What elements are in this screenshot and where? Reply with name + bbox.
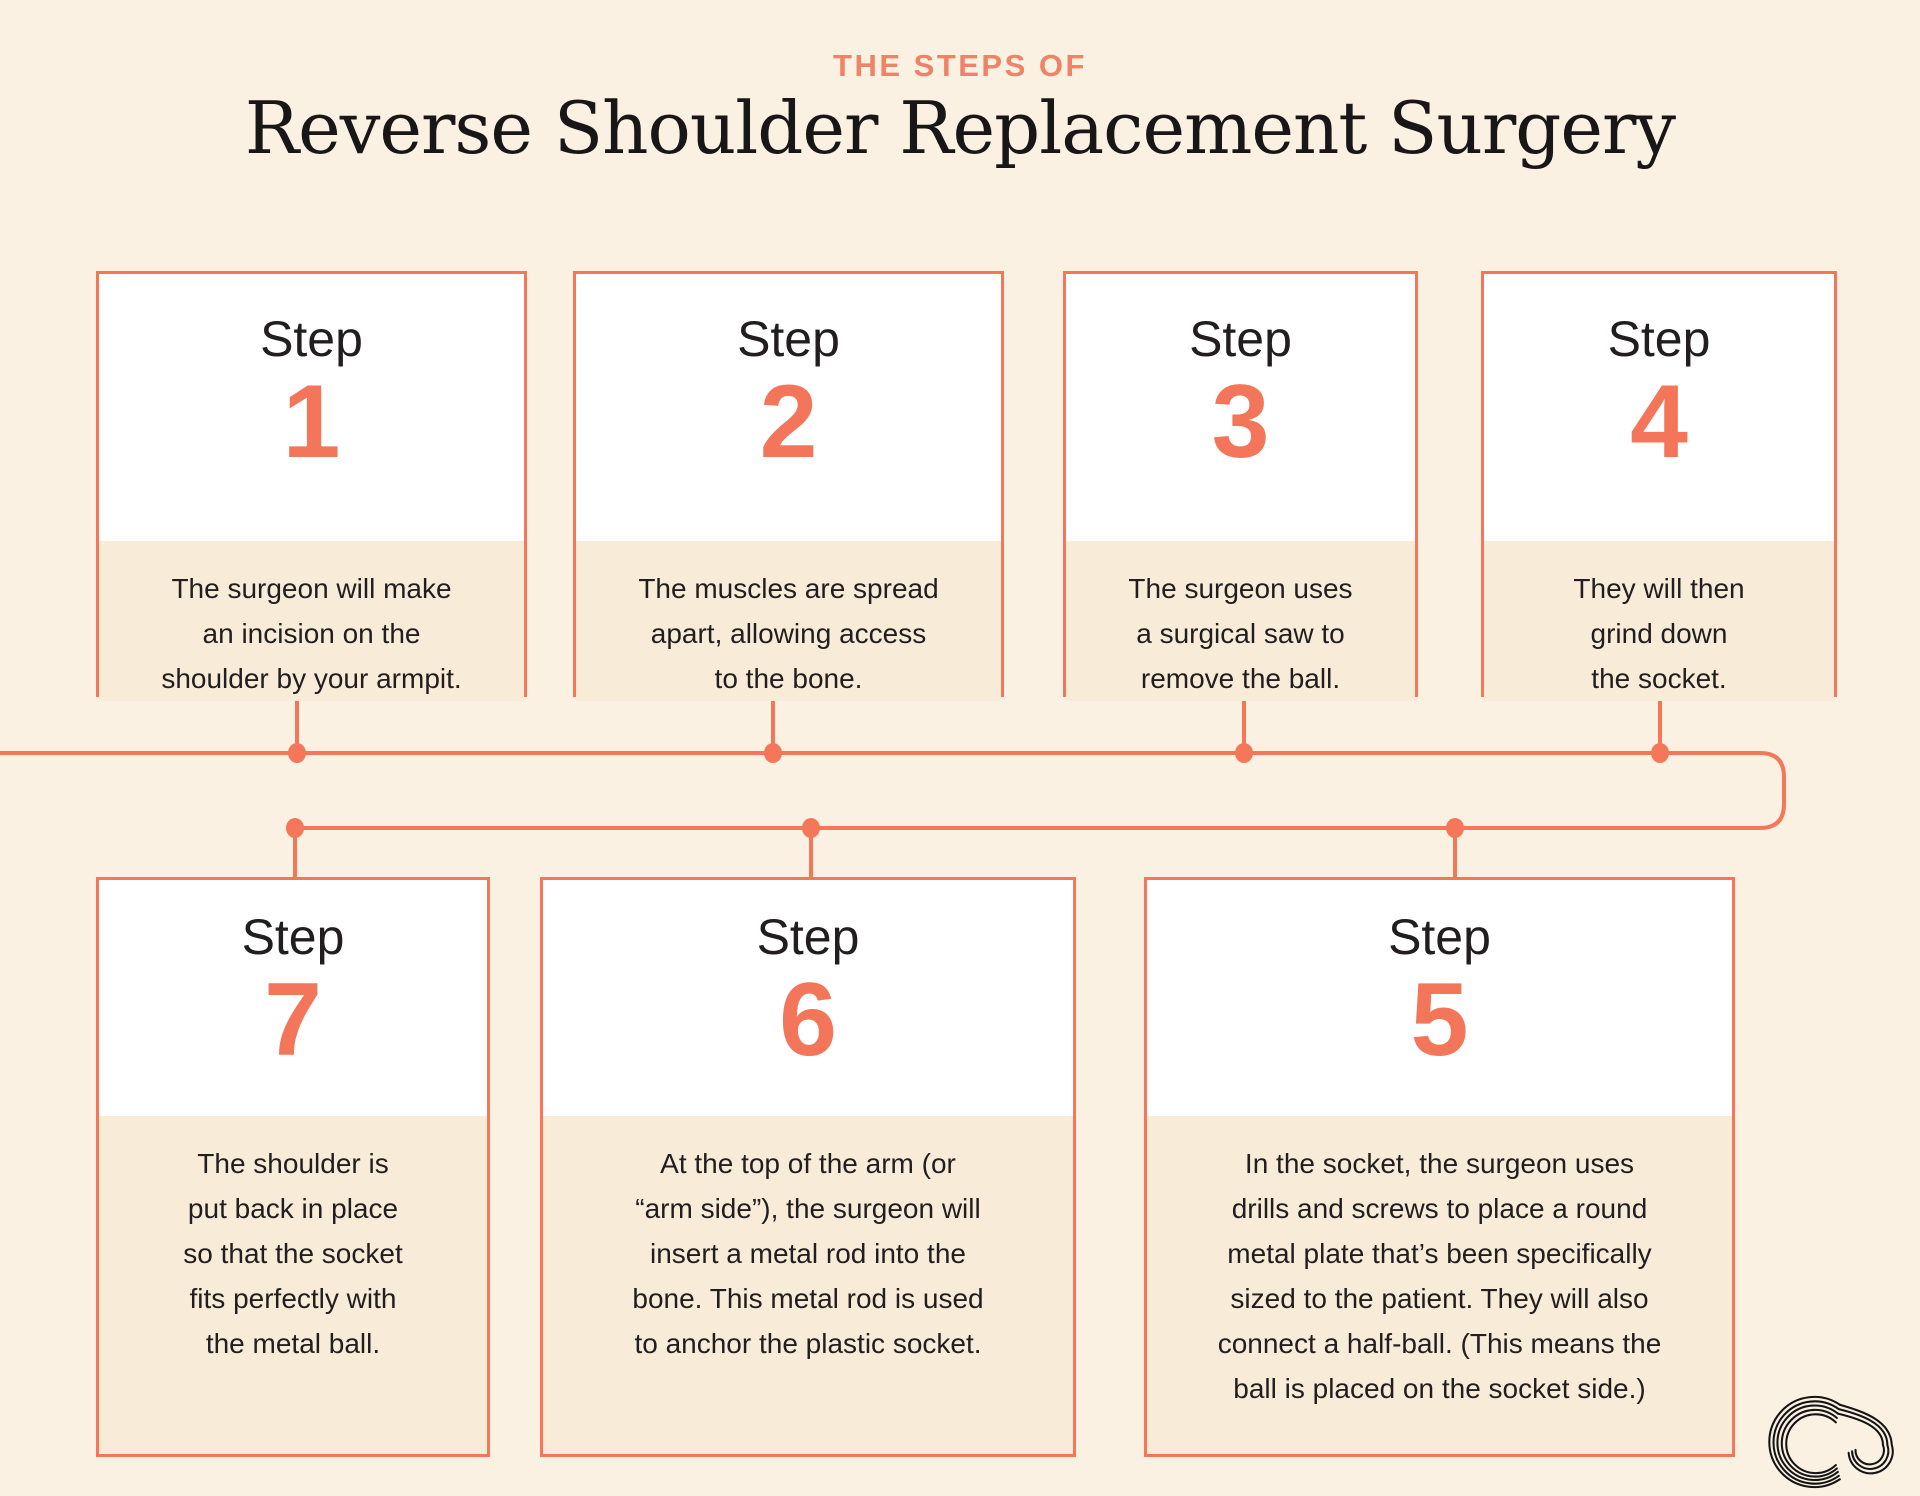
step-card-header: Step 6 xyxy=(543,880,1073,1116)
step-card-7: Step 7 The shoulder is put back in place… xyxy=(96,877,490,1457)
step-number: 7 xyxy=(264,962,322,1078)
junction-dots xyxy=(286,743,1669,838)
step-number: 1 xyxy=(282,364,341,480)
step-card-body: In the socket, the surgeon uses drills a… xyxy=(1147,1116,1732,1454)
step-text: The surgeon uses a surgical saw to remov… xyxy=(1128,573,1353,694)
step-card-header: Step 3 xyxy=(1066,274,1415,541)
step-text: The shoulder is put back in place so tha… xyxy=(183,1148,403,1359)
step-card-3: Step 3 The surgeon uses a surgical saw t… xyxy=(1063,271,1418,701)
step-label: Step xyxy=(260,311,363,367)
step-card-body: The shoulder is put back in place so tha… xyxy=(99,1116,487,1454)
step-card-body: They will then grind down the socket. xyxy=(1484,541,1834,701)
step-label: Step xyxy=(1189,311,1292,367)
co-monogram-icon xyxy=(1768,1395,1894,1489)
step-card-header: Step 5 xyxy=(1147,880,1732,1116)
step-card-5: Step 5 In the socket, the surgeon uses d… xyxy=(1144,877,1735,1457)
step-card-body: The muscles are spread apart, allowing a… xyxy=(576,541,1001,701)
step-text: The muscles are spread apart, allowing a… xyxy=(638,573,939,694)
step-label: Step xyxy=(1388,909,1491,965)
step-card-header: Step 2 xyxy=(576,274,1001,541)
step-card-header: Step 4 xyxy=(1484,274,1834,541)
step-card-1: Step 1 The surgeon will make an incision… xyxy=(96,271,527,701)
step-label: Step xyxy=(241,909,345,965)
step-card-body: The surgeon will make an incision on the… xyxy=(99,541,524,701)
step-number: 4 xyxy=(1630,364,1688,480)
step-text: In the socket, the surgeon uses drills a… xyxy=(1217,1148,1662,1404)
step-card-body: The surgeon uses a surgical saw to remov… xyxy=(1066,541,1415,701)
step-number: 3 xyxy=(1211,364,1270,480)
step-card-body: At the top of the arm (or “arm side”), t… xyxy=(543,1116,1073,1454)
step-text: The surgeon will make an incision on the… xyxy=(161,573,462,694)
step-label: Step xyxy=(756,909,860,965)
step-card-2: Step 2 The muscles are spread apart, all… xyxy=(573,271,1004,701)
step-label: Step xyxy=(737,311,840,367)
step-card-6: Step 6 At the top of the arm (or “arm si… xyxy=(540,877,1076,1457)
step-text: They will then grind down the socket. xyxy=(1573,573,1745,694)
step-number: 2 xyxy=(759,364,818,480)
step-card-header: Step 1 xyxy=(99,274,524,541)
step-text: At the top of the arm (or “arm side”), t… xyxy=(632,1148,984,1359)
eyebrow-title: THE STEPS OF xyxy=(833,48,1087,83)
step-card-4: Step 4 They will then grind down the soc… xyxy=(1481,271,1837,701)
page-title: Reverse Shoulder Replacement Surgery xyxy=(244,86,1676,170)
flow-path xyxy=(0,697,1786,877)
step-card-header: Step 7 xyxy=(99,880,487,1116)
step-number: 5 xyxy=(1410,962,1469,1078)
step-label: Step xyxy=(1607,311,1711,367)
step-number: 6 xyxy=(779,962,837,1078)
